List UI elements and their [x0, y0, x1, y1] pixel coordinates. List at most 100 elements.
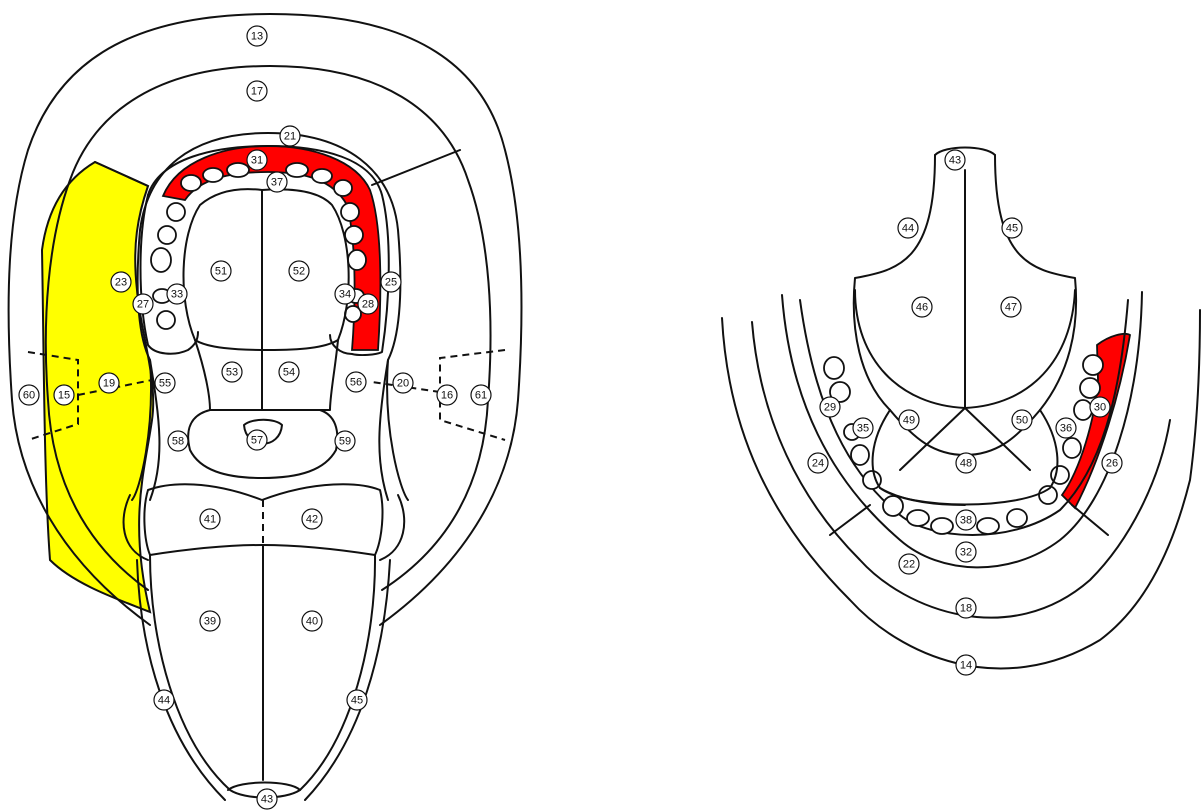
region-label-lower: 22 [899, 554, 919, 574]
label-number: 30 [1094, 402, 1106, 414]
tongue-edge-right [305, 560, 390, 800]
region-label-lower: 44 [898, 218, 918, 238]
label-number: 48 [960, 458, 972, 470]
region-label-upper: 45 [347, 690, 367, 710]
label-number: 20 [397, 378, 409, 390]
label-number: 16 [441, 390, 453, 402]
region-label-upper: 51 [211, 261, 231, 281]
label-number: 26 [1106, 458, 1118, 470]
tongue-edge-left [137, 560, 225, 800]
label-number: 24 [812, 458, 824, 470]
label-number: 32 [960, 547, 972, 559]
region-label-lower: 38 [956, 510, 976, 530]
label-number: 45 [351, 695, 363, 707]
divider-line [830, 505, 870, 535]
region-label-lower: 47 [1001, 297, 1021, 317]
tooth [181, 175, 201, 191]
tooth [345, 226, 363, 244]
tooth [977, 518, 999, 534]
region-label-upper: 57 [247, 430, 267, 450]
region-label-upper: 17 [247, 81, 267, 101]
region-label-upper: 31 [247, 150, 267, 170]
label-number: 36 [1060, 423, 1072, 435]
region-label-upper: 58 [168, 431, 188, 451]
divider-line [1072, 505, 1108, 535]
region-label-lower: 45 [1002, 218, 1022, 238]
region-label-upper: 43 [257, 789, 277, 809]
tooth [1080, 378, 1100, 398]
label-number: 53 [226, 367, 238, 379]
label-number: 56 [350, 377, 362, 389]
label-number: 54 [283, 367, 295, 379]
region-label-upper: 23 [111, 272, 131, 292]
region-label-lower: 48 [956, 453, 976, 473]
tooth [851, 445, 869, 465]
region-label-lower: 49 [899, 410, 919, 430]
region-label-upper: 37 [267, 172, 287, 192]
region-label-upper: 19 [99, 373, 119, 393]
label-number: 59 [339, 436, 351, 448]
label-number: 57 [251, 435, 263, 447]
region-label-upper: 16 [437, 385, 457, 405]
label-number: 42 [306, 514, 318, 526]
label-number: 38 [960, 515, 972, 527]
label-number: 22 [903, 559, 915, 571]
label-number: 33 [171, 289, 183, 301]
label-number: 14 [960, 660, 972, 672]
tooth [907, 510, 929, 526]
tooth [883, 496, 903, 516]
region-label-upper: 40 [302, 611, 322, 631]
tooth [1074, 400, 1092, 420]
region-label-upper: 60 [19, 385, 39, 405]
tooth [158, 226, 176, 244]
tooth [151, 248, 171, 272]
label-number: 41 [204, 514, 216, 526]
label-number: 51 [215, 266, 227, 278]
region-label-lower: 35 [853, 418, 873, 438]
outer-lip-outline-right [270, 14, 522, 625]
label-number: 55 [159, 378, 171, 390]
label-number: 44 [902, 223, 914, 235]
label-number: 35 [857, 423, 869, 435]
label-number: 27 [137, 299, 149, 311]
label-number: 39 [204, 616, 216, 628]
label-number: 19 [103, 378, 115, 390]
label-number: 43 [949, 155, 961, 167]
region-label-upper: 25 [381, 272, 401, 292]
region-label-lower: 32 [956, 542, 976, 562]
label-number: 25 [385, 277, 397, 289]
label-number: 58 [172, 436, 184, 448]
region-label-upper: 21 [280, 126, 300, 146]
label-number: 15 [58, 390, 70, 402]
label-number: 23 [115, 277, 127, 289]
label-number: 29 [824, 402, 836, 414]
tooth [341, 203, 359, 221]
label-number: 50 [1016, 415, 1028, 427]
label-number: 17 [251, 86, 263, 98]
region-label-upper: 13 [247, 26, 267, 46]
label-number: 43 [261, 794, 273, 806]
region-label-upper: 56 [346, 372, 366, 392]
region-label-upper: 27 [133, 294, 153, 314]
region-label-lower: 14 [956, 655, 976, 675]
label-number: 34 [339, 289, 351, 301]
label-number: 45 [1006, 223, 1018, 235]
region-label-upper: 61 [471, 385, 491, 405]
tooth [286, 163, 308, 177]
hard-palate-outline [184, 189, 349, 350]
lower-view [722, 148, 1200, 669]
label-number: 28 [362, 299, 374, 311]
label-number: 47 [1005, 302, 1017, 314]
divider-line [372, 150, 460, 185]
tooth [1083, 355, 1103, 375]
tooth [348, 250, 366, 270]
upper-teeth [151, 163, 366, 329]
tongue-tip-lower [935, 148, 995, 156]
region-label-lower: 36 [1056, 418, 1076, 438]
label-number: 31 [251, 155, 263, 167]
label-number: 40 [306, 616, 318, 628]
region-label-lower: 30 [1090, 397, 1110, 417]
region-label-upper: 53 [222, 362, 242, 382]
